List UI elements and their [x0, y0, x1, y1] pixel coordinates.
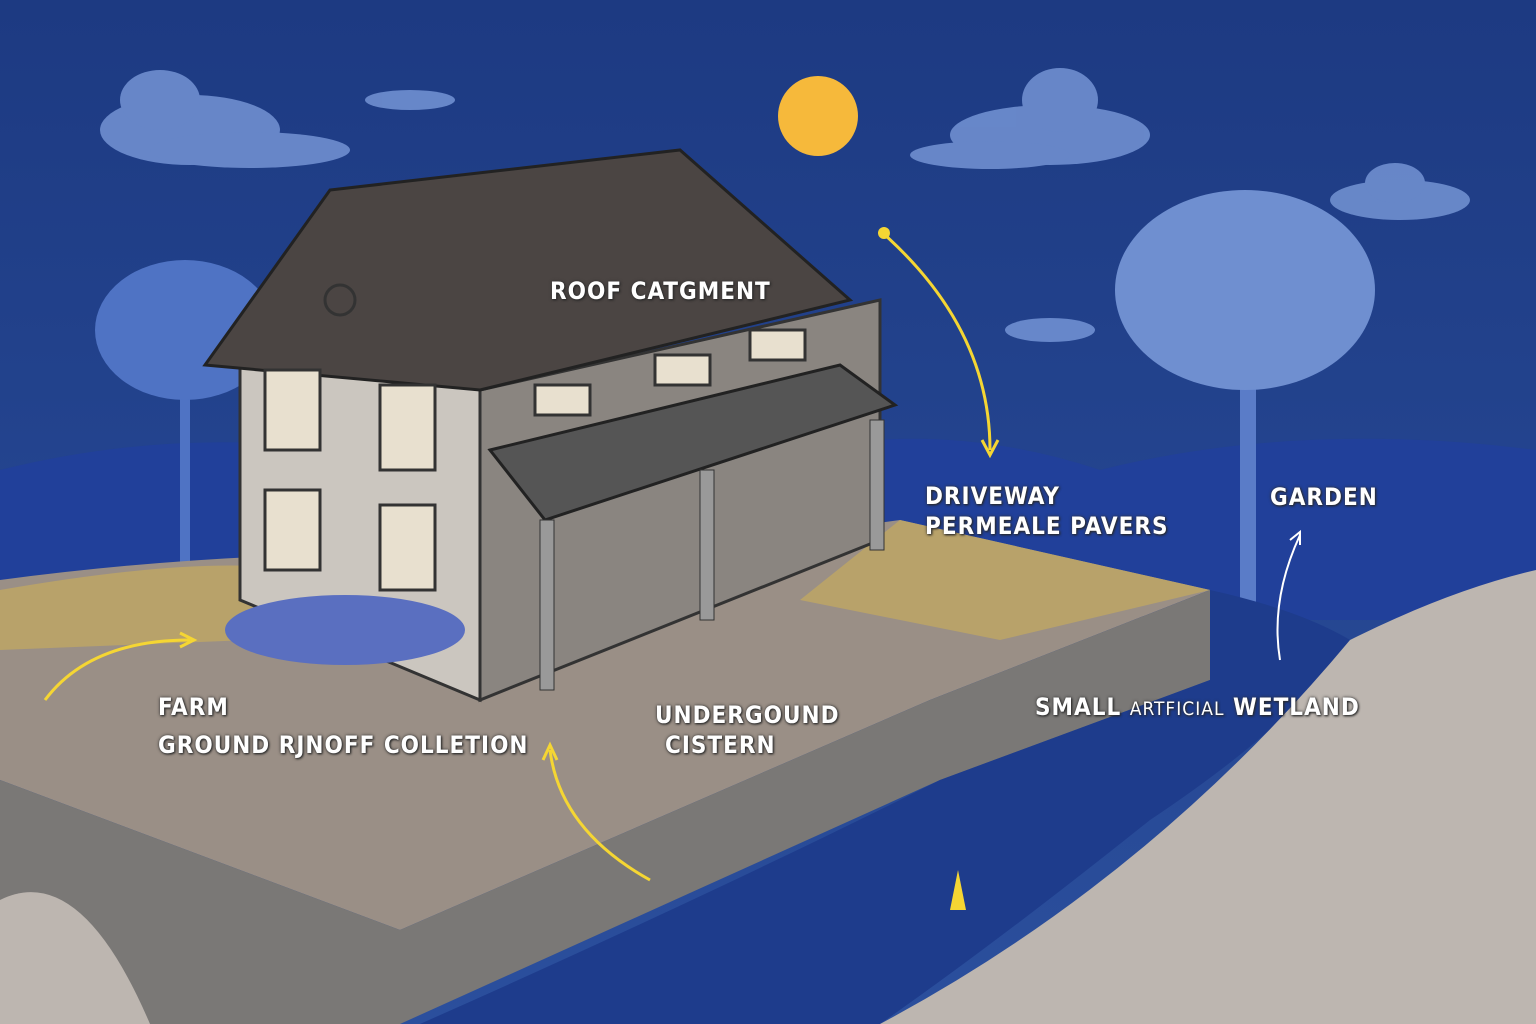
stone-wall [0, 590, 1210, 1024]
label-driveway-line2: PERMEALE PAVERS [925, 512, 1169, 540]
label-farm: FARM GROUND RJNOFF COLLETION [158, 692, 528, 760]
label-driveway-line1: DRIVEWAY [925, 482, 1060, 510]
label-farm-line1: FARM [158, 693, 229, 721]
label-garden: GARDEN [1270, 483, 1378, 511]
label-cistern: UNDERGOUND CISTERN [655, 700, 840, 760]
label-wetland: SMALL ARTFICIAL WETLAND [1035, 692, 1360, 722]
field-grass [880, 570, 1536, 1024]
porch-roof [487, 363, 899, 522]
label-driveway: DRIVEWAY PERMEALE PAVERS [925, 481, 1169, 541]
label-wetland-a: SMALL [1035, 693, 1122, 721]
clouds [100, 68, 1470, 342]
tree-right [1115, 190, 1375, 610]
label-cistern-line1: UNDERGOUND [655, 701, 840, 729]
flow-arrows [43, 233, 1000, 882]
buoy [950, 870, 966, 910]
label-farm-line2: GROUND RJNOFF COLLETION [158, 731, 529, 759]
house [202, 148, 899, 703]
driveway-area [800, 520, 1210, 640]
shrubs [225, 595, 465, 665]
label-roof-catchment: ROOF CATGMENT [550, 277, 771, 305]
grass-patch [0, 565, 300, 650]
sun [778, 76, 858, 156]
wetland-water [420, 590, 1350, 1024]
label-wetland-b: ARTFICIAL [1129, 698, 1225, 720]
label-wetland-c: WETLAND [1233, 693, 1360, 721]
label-cistern-line2: CISTERN [665, 731, 776, 759]
